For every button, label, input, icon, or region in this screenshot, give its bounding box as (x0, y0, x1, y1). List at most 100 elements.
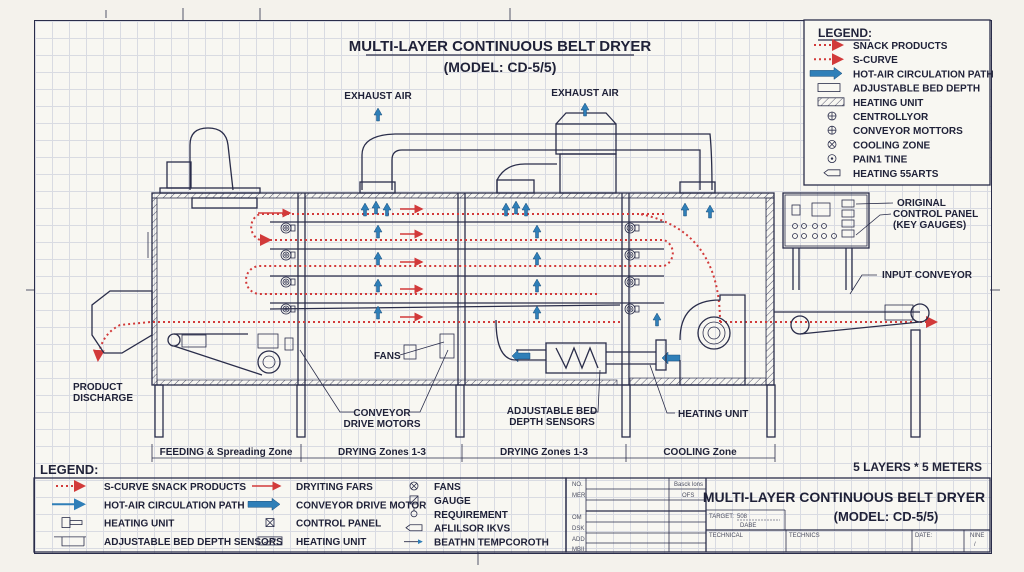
svg-text:DRYING Zones 1-3: DRYING Zones 1-3 (500, 447, 588, 458)
legend-label: CONVEYOR DRIVE MOTOR (296, 500, 427, 511)
legend-label: S-CURVE (853, 55, 898, 66)
heating-unit (495, 319, 656, 374)
exhaust-duct (159, 112, 716, 209)
svg-text:ORIGINAL: ORIGINAL (897, 198, 946, 209)
svg-text:EXHAUST AIR: EXHAUST AIR (344, 91, 412, 102)
svg-text:TARGET:: TARGET: (709, 514, 734, 520)
legend-top-item: HEATING UNIT (817, 97, 923, 109)
blue-thick-arrow (247, 497, 281, 511)
legend-label: AFLILSOR IKVS (434, 524, 510, 535)
circle-x-icon (409, 481, 419, 491)
heating-unit-box-icon (257, 536, 283, 546)
hot-air-arrow (532, 305, 542, 320)
exhaust-arrow-left (373, 107, 383, 122)
svg-text:ADJUSTABLE BED: ADJUSTABLE BED (507, 406, 597, 417)
svg-text:Basck lons: Basck lons (674, 482, 703, 488)
legend-label: CONVEYOR MOTTORS (853, 126, 963, 137)
svg-text:DATE:: DATE: (915, 533, 933, 539)
hot-air-arrow (661, 351, 681, 365)
pointer-icon (405, 524, 423, 532)
svg-text:MULTI-LAYER CONTINUOUS BELT DR: MULTI-LAYER CONTINUOUS BELT DRYER (349, 38, 652, 55)
legend-top-item: S-CURVE (814, 53, 898, 66)
legend-top-item: CENTROLLYOR (827, 111, 929, 123)
svg-text:DISCHARGE: DISCHARGE (73, 393, 133, 404)
legend-bottom-item: CONTROL PANEL (265, 518, 381, 530)
svg-text:NINE: NINE (970, 533, 984, 539)
hot-air-arrow (532, 224, 542, 239)
zone-dimensions: FEEDING & Spreading Zone DRYING Zones 1-… (151, 444, 776, 462)
hot-air-arrow (511, 200, 521, 215)
conveyor-belts (269, 221, 664, 310)
page-title: MULTI-LAYER CONTINUOUS BELT DRYER (MODEL… (349, 38, 652, 75)
legend-top-item: SNACK PRODUCTS (814, 39, 948, 52)
legend-label: DRYITING FARS (296, 482, 373, 493)
roller-icon (624, 276, 640, 288)
callouts: EXHAUST AIR EXHAUST AIR PRODUCT DISCHARG… (73, 88, 982, 474)
roller-icon (624, 249, 640, 261)
hot-air-arrow (680, 202, 690, 217)
product-flow-path (92, 208, 938, 362)
legend-label: HEATING UNIT (104, 519, 174, 530)
bed-depth-sensor-icon (54, 536, 86, 547)
circle-cross-icon (827, 125, 837, 135)
legend-bottom-item: CONVEYOR DRIVE MOTOR (247, 497, 427, 511)
legend-top-item: HOT-AIR CIRCULATION PATH (809, 66, 994, 80)
hatched-box-icon (817, 97, 845, 107)
circle-x-icon (827, 139, 837, 149)
legend-label: HOT-AIR CIRCULATION PATH (853, 69, 994, 80)
svg-text:(MODEL: CD-5/5): (MODEL: CD-5/5) (834, 509, 939, 524)
legend-bottom-item: GAUGE (409, 495, 471, 507)
input-conveyor (774, 303, 930, 335)
legend-label: REQUIREMENT (434, 510, 508, 521)
valve-icon (410, 507, 418, 518)
legend-bottom-item: HOT-AIR CIRCULATION PATH (52, 498, 245, 511)
legend-bottom-item: BEATHN TEMPCOROTH (404, 538, 549, 549)
hot-air-arrow (511, 349, 531, 363)
legend-label: FANS (434, 482, 461, 493)
hot-air-arrow (652, 312, 662, 327)
legend-label: CONTROL PANEL (296, 519, 381, 530)
legend-bottom-item: AFLILSOR IKVS (405, 524, 510, 535)
svg-text:FANS: FANS (374, 351, 401, 362)
legend-top-item: CONVEYOR MOTTORS (827, 125, 963, 137)
roller-icon (624, 222, 640, 234)
drive-belt-assembly (167, 333, 455, 376)
svg-text:DABE: DABE (740, 523, 756, 529)
svg-text:TECHNICAL: TECHNICAL (709, 533, 744, 539)
svg-text:DRYING Zones 1-3: DRYING Zones 1-3 (338, 447, 426, 458)
legend-bottom-item: ADJUSTABLE BED DEPTH SENSORS (54, 536, 283, 548)
dryer-housing (147, 192, 921, 438)
hot-air-arrow (373, 278, 383, 293)
blower-fan (655, 294, 746, 386)
title-block (565, 477, 991, 553)
legend-bottom-item: REQUIREMENT (410, 507, 508, 521)
control-panel-icon (265, 518, 275, 527)
svg-text:HEATING UNIT: HEATING UNIT (678, 409, 748, 420)
legend-label: SNACK PRODUCTS (853, 41, 948, 52)
hot-air-arrow (371, 200, 381, 215)
svg-text:(MODEL: CD-5/5): (MODEL: CD-5/5) (444, 59, 557, 75)
svg-text:DSK: DSK (572, 526, 584, 532)
hot-air-arrow (382, 202, 392, 217)
svg-text:DEPTH SENSORS: DEPTH SENSORS (509, 417, 595, 428)
legend-top-item: ADJUSTABLE BED DEPTH (817, 83, 980, 95)
control-panel (782, 192, 870, 290)
legend-bottom-item: FANS (409, 481, 461, 493)
bed-depth-icon (817, 83, 841, 92)
svg-text:MBII: MBII (572, 547, 585, 553)
roller-icon (624, 303, 640, 315)
svg-text:ADD: ADD (572, 537, 585, 543)
svg-text:EXHAUST AIR: EXHAUST AIR (551, 88, 619, 99)
legend-label: S-CURVE SNACK PRODUCTS (104, 482, 246, 493)
svg-text:OFS: OFS (682, 493, 694, 499)
legend-bottom-item: DRYITING FARS (252, 481, 373, 493)
gauge-icon (409, 495, 419, 505)
svg-text:(KEY GAUGES): (KEY GAUGES) (893, 220, 966, 231)
legend-label: HOT-AIR CIRCULATION PATH (104, 500, 245, 511)
svg-text:CONVEYOR: CONVEYOR (353, 408, 411, 419)
hot-air-arrow (373, 224, 383, 239)
title-block-text: NO. MER OM DSK ADD MBII Basck lons OFS M… (572, 482, 985, 553)
discharge-hopper (91, 290, 153, 354)
heating-unit-icon (61, 517, 83, 528)
